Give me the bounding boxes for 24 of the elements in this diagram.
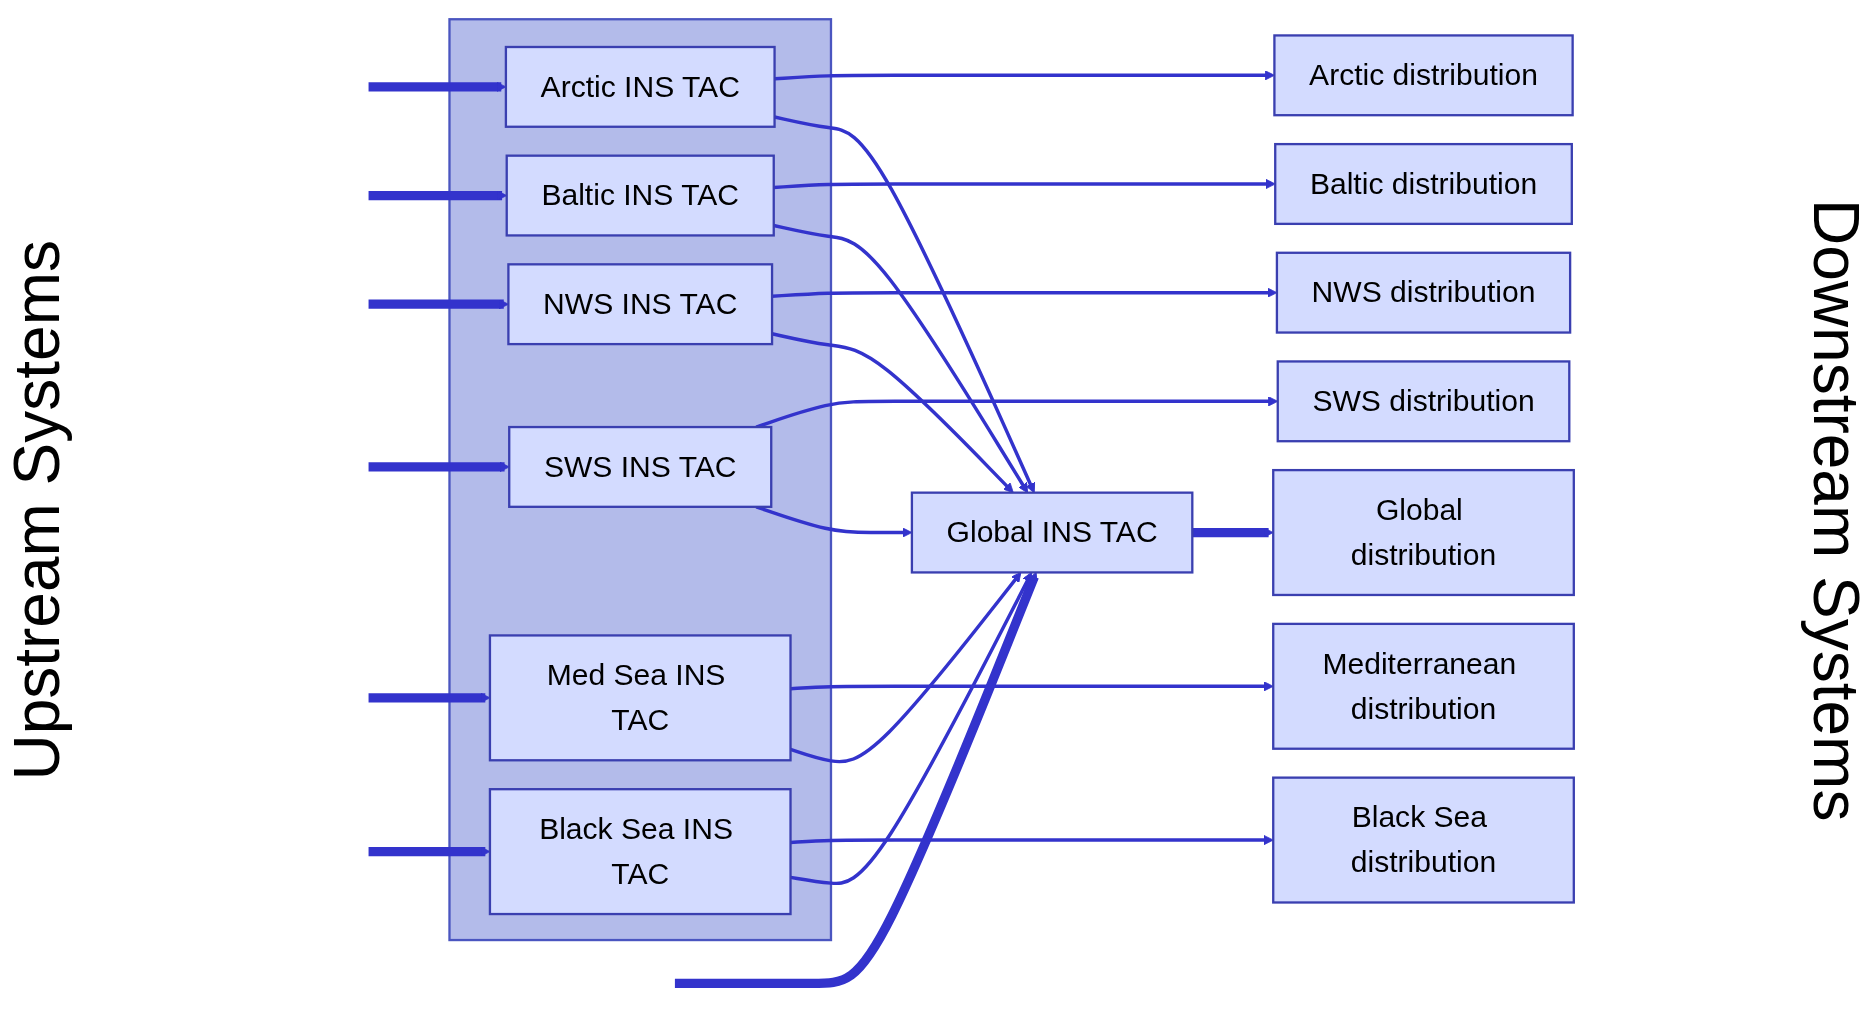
node-box: Black Sea INS TAC: [488, 788, 792, 916]
node-box: NWS distribution: [1275, 251, 1572, 334]
node-box: Arctic distribution: [1273, 34, 1574, 117]
arrow: [773, 178, 1276, 190]
node-box: Global distribution: [1272, 468, 1575, 597]
arrow: [790, 681, 1274, 692]
arrow: [368, 299, 509, 310]
node-box: Arctic INS TAC: [504, 45, 776, 128]
node-box: SWS INS TAC: [508, 425, 773, 508]
node-box: Black Sea distribution: [1272, 776, 1575, 904]
arrow: [774, 70, 1275, 81]
node-box: Baltic INS TAC: [505, 154, 775, 237]
arrow: [790, 834, 1274, 846]
node-box: NWS INS TAC: [507, 263, 774, 346]
arrow: [1192, 527, 1274, 538]
side-label: Downstream Systems: [1799, 198, 1873, 822]
node-box: Global INS TAC: [910, 491, 1194, 574]
cluster: [448, 18, 833, 942]
side-label: Upstream Systems: [0, 239, 74, 781]
node-box: Med Sea INS TAC: [488, 634, 792, 762]
arrow: [368, 461, 510, 472]
node-box: Mediterranean distribution: [1272, 622, 1575, 750]
node-box: SWS distribution: [1276, 360, 1571, 443]
node-box: Baltic distribution: [1274, 142, 1573, 226]
